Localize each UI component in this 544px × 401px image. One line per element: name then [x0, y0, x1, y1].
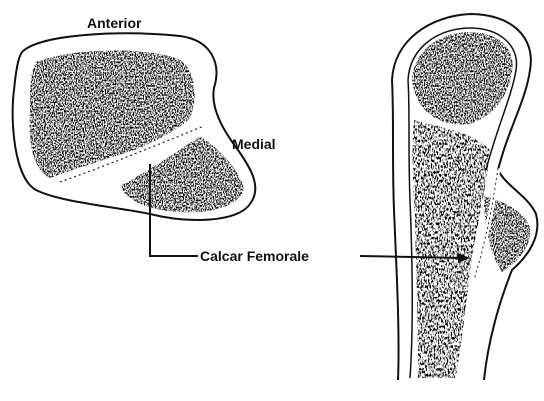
label-calcar-femorale: Calcar Femorale — [200, 249, 309, 263]
label-anterior: Anterior — [87, 16, 141, 30]
label-medial: Medial — [232, 137, 276, 151]
femur-longitudinal-section — [392, 14, 537, 380]
cross-section — [13, 33, 256, 220]
